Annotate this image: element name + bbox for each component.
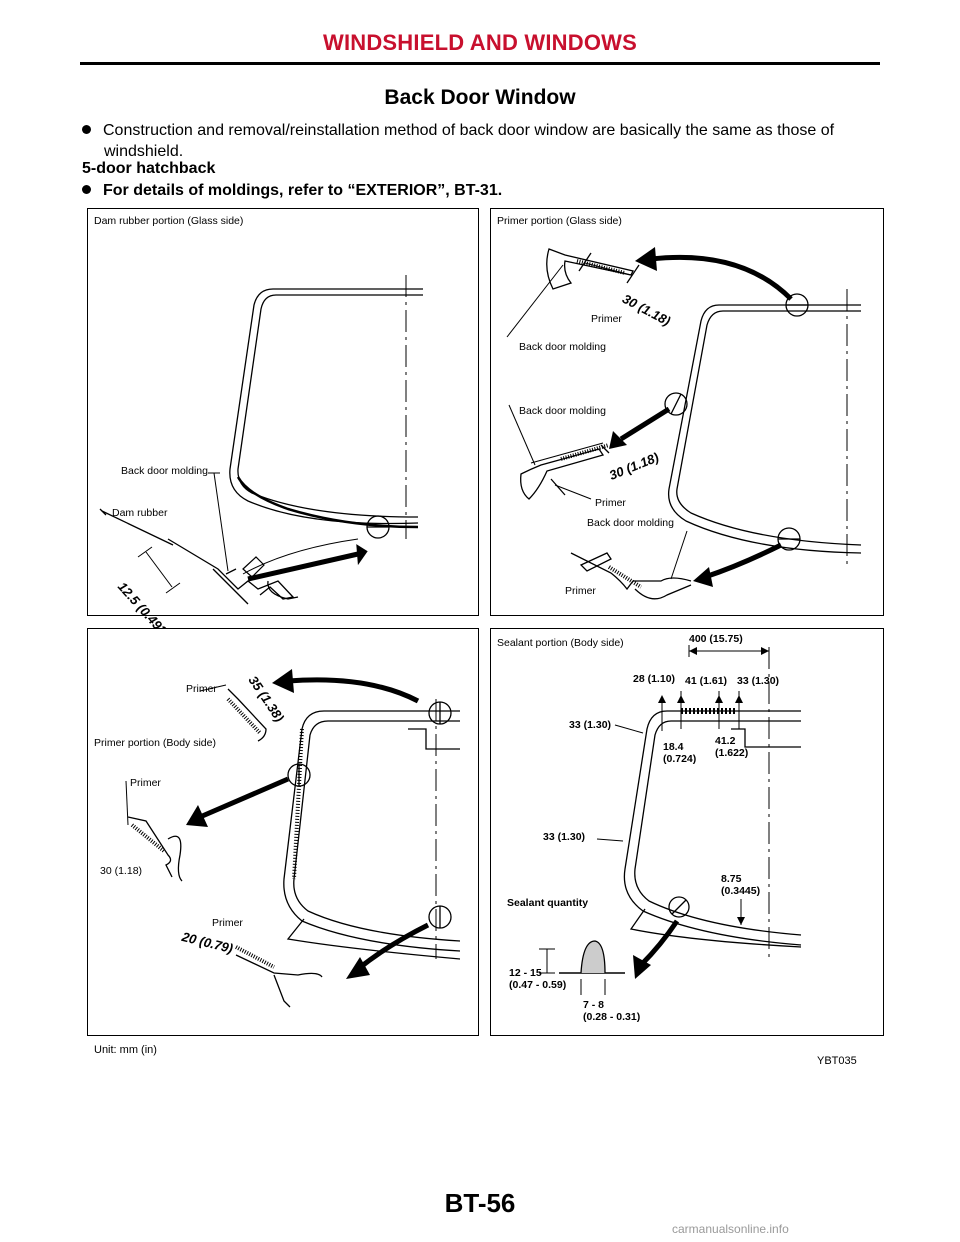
panel-tr-molding-a: Back door molding [519,341,606,353]
page-number: BT-56 [444,1188,516,1218]
panel-br-dim-33-left: 33 (1.30) [569,719,612,731]
panel-br-dim-18-4-in: (0.724) [663,753,697,765]
panel-bl-dim-b: 30 (1.18) [100,865,143,877]
panel-sealant-body-side: Sealant portion (Body side) 400 (15.75) … [490,628,884,1036]
panel-br-dim-12-15-in: (0.47 - 0.59) [509,979,567,991]
panel-bl-title: Primer portion (Body side) [94,737,216,749]
page-header-title: WINDSHIELD AND WINDOWS [322,30,637,55]
moldings-note-text: For details of moldings, refer to “EXTER… [103,182,503,199]
figure-code: YBT035 [817,1055,857,1067]
panel-tl-title: Dam rubber portion (Glass side) [94,215,244,227]
moldings-bullet: For details of moldings, refer to “EXTER… [82,180,502,201]
primer-body-side-diagram [125,669,461,1008]
bullet-dot [82,125,91,134]
panel-primer-glass-side: Primer portion (Glass side) Primer Back … [490,208,884,616]
watermark: carmanualsonline.info [672,1222,789,1236]
construction-text-line1: Construction and removal/reinstallation … [103,122,835,139]
construction-text-line2: windshield. [104,143,184,160]
panel-br-sealant-quantity: Sealant quantity [507,897,589,909]
panel-br-dim-41-2: 41.2 [715,735,736,747]
panel-tr-title: Primer portion (Glass side) [497,215,622,227]
header-rule [80,62,880,65]
panel-tr-molding-c: Back door molding [587,517,674,529]
panel-dam-rubber-glass-side: Dam rubber portion (Glass side) Back doo… [87,208,479,641]
panel-br-dim-7-8-in: (0.28 - 0.31) [583,1011,641,1023]
panel-br-dim-7-8: 7 - 8 [583,999,605,1011]
panel-br-dim-12-15: 12 - 15 [509,967,542,979]
panel-br-dim-33-mid: 33 (1.30) [543,831,586,843]
panel-br-dim-8-75-in: (0.3445) [721,885,761,897]
primer-glass-side-diagram [506,247,862,600]
panel-tl-back-door-molding-label: Back door molding [121,465,208,477]
unit-note: Unit: mm (in) [94,1044,157,1056]
panel-bl-primer-c: Primer [212,917,243,929]
panel-tr-primer-b: Primer [595,497,626,509]
panel-br-dim-41: 41 (1.61) [685,675,728,687]
panel-tr-primer-c: Primer [565,585,596,597]
bullet-dot [82,185,91,194]
panel-br-dim-18-4: 18.4 [663,741,684,753]
sealant-body-side-diagram [539,645,802,995]
panel-br-dim-33-top: 33 (1.30) [737,675,780,687]
panel-br-dim-41-2-in: (1.622) [715,747,749,759]
panel-br-dim-400: 400 (15.75) [689,633,743,645]
panel-bl-primer-a: Primer [186,683,217,695]
hatchback-subheading: 5-door hatchback [82,160,216,177]
panel-primer-body-side: Primer 35 (1.38) Primer portion (Body si… [87,628,479,1036]
construction-bullet: Construction and removal/reinstallation … [82,120,882,162]
panel-bl-primer-b: Primer [130,777,161,789]
panel-br-dim-28: 28 (1.10) [633,673,676,685]
panel-tl-dam-rubber-label: Dam rubber [112,507,168,519]
section-title: Back Door Window [384,86,576,109]
dam-rubber-diagram [99,275,423,605]
panel-br-title: Sealant portion (Body side) [497,637,624,649]
panel-br-dim-8-75: 8.75 [721,873,742,885]
panel-tr-molding-b: Back door molding [519,405,606,417]
panel-tr-primer-a: Primer [591,313,622,325]
